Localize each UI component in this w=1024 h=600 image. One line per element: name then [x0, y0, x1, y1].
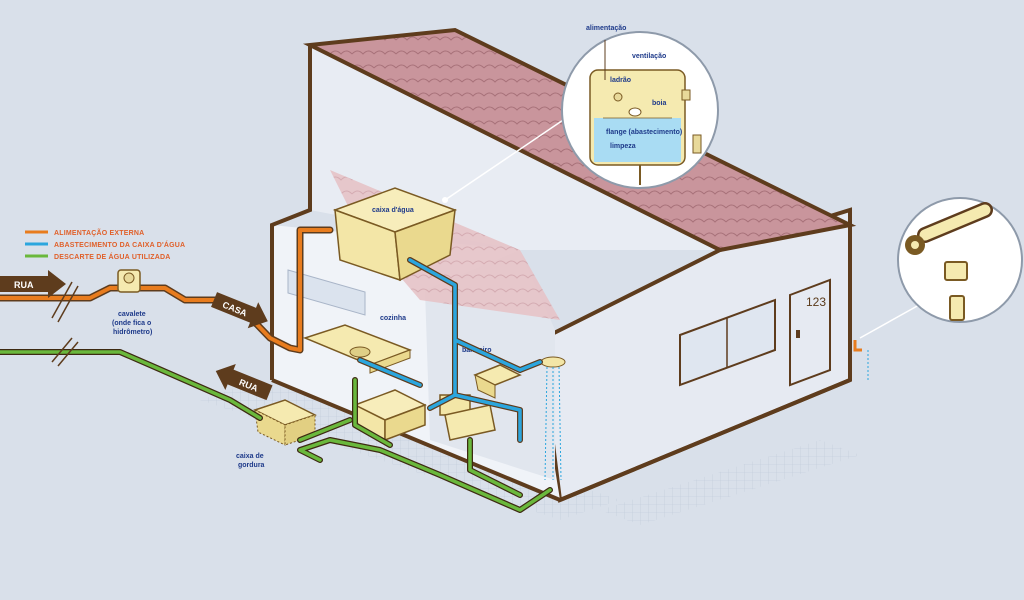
- label-caixa-gordura-2: gordura: [238, 462, 265, 469]
- outdoor-faucet: [853, 340, 869, 380]
- arrow-rua-bottom: RUA: [215, 364, 273, 401]
- label-caixa-gordura-1: caixa de: [236, 453, 264, 460]
- detail-ventilacao: ventilação: [632, 53, 666, 60]
- house-number: 123: [806, 295, 826, 309]
- detail-flange: flange (abastecimento): [606, 129, 682, 136]
- hydrometer: [117, 269, 141, 293]
- detail-alimentacao: alimentação: [586, 25, 626, 32]
- detail-boia: boia: [652, 100, 666, 107]
- arrow-rua-top: RUA: [0, 270, 66, 298]
- bathroom-sink: [473, 364, 522, 399]
- shower: [540, 356, 566, 481]
- faucet-detail-callout: [897, 197, 1023, 323]
- legend-item-1: ABASTECIMENTO DA CAIXA D'ÁGUA: [54, 240, 185, 249]
- tank-detail-callout: [561, 31, 719, 189]
- house-outline: [270, 45, 312, 380]
- detail-limpeza: limpeza: [610, 143, 636, 150]
- water-tank: [332, 187, 458, 282]
- legend-item-2: DESCARTE DE ÁGUA UTILIZADA: [54, 252, 171, 261]
- label-cozinha: cozinha: [380, 315, 406, 322]
- label-cavalete-2: (onde fica o: [112, 320, 151, 327]
- label-caixa-agua: caixa d'água: [372, 207, 414, 214]
- legend-item-0: ALIMENTAÇÃO EXTERNA: [54, 228, 144, 237]
- interior-window: [287, 269, 366, 316]
- detail-ladrao: ladrão: [610, 77, 631, 84]
- door: 123: [789, 278, 831, 387]
- pipe-breaks: [51, 281, 79, 367]
- label-cavalete-1: cavalete: [118, 311, 146, 318]
- svg-text:RUA: RUA: [14, 280, 34, 290]
- label-cavalete-3: hidrômetro): [113, 329, 152, 336]
- window: [679, 298, 776, 387]
- legend: ALIMENTAÇÃO EXTERNA ABASTECIMENTO DA CAI…: [25, 228, 185, 261]
